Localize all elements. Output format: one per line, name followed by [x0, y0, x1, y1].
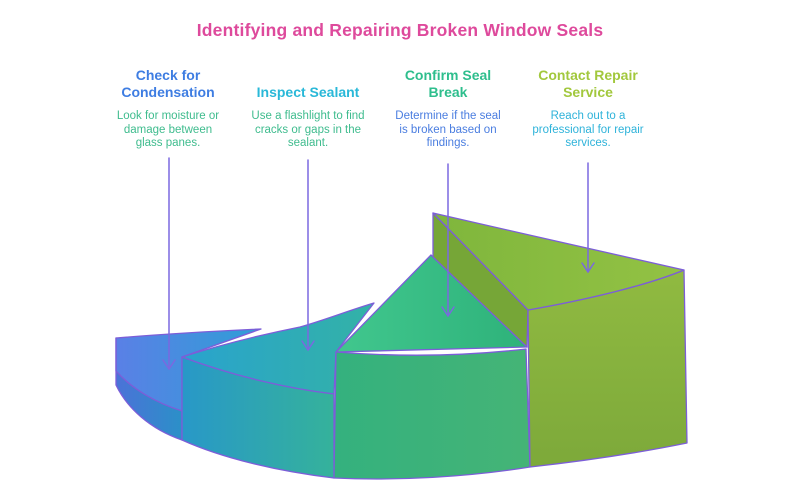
step-description: Look for moisture or damage between glas…: [116, 110, 220, 149]
step-heading-text: Check for Condensation: [121, 67, 215, 100]
connector-arrows: [162, 157, 595, 370]
step-confirm-seal-break: Confirm Seal Break Determine if the seal…: [383, 62, 513, 151]
step-heading: Check for Condensation: [103, 62, 233, 100]
step-description: Determine if the seal is broken based on…: [395, 110, 501, 149]
wedge-repair-top-face: [432, 212, 685, 311]
step-heading: Inspect Sealant: [243, 62, 373, 100]
connector-arrow-sealant: [301, 159, 315, 351]
connector-arrow-seal-break: [441, 163, 455, 317]
step-heading: Contact Repair Service: [523, 62, 653, 100]
step-heading-text: Inspect Sealant: [256, 83, 360, 100]
step-description: Use a flashlight to find cracks or gaps …: [251, 110, 365, 149]
page-title: Identifying and Repairing Broken Window …: [196, 20, 604, 40]
connector-arrow-repair: [581, 162, 595, 273]
step-heading: Confirm Seal Break: [383, 62, 513, 100]
step-heading-text: Contact Repair Service: [538, 67, 638, 100]
step-check-for-condensation: Check for Condensation Look for moisture…: [103, 62, 233, 151]
step-inspect-sealant: Inspect Sealant Use a flashlight to find…: [243, 62, 373, 151]
connector-arrow-condensation: [162, 157, 176, 370]
step-description: Reach out to a professional for repair s…: [532, 110, 644, 149]
step-contact-repair-service: Contact Repair Service Reach out to a pr…: [523, 62, 653, 151]
step-heading-text: Confirm Seal Break: [404, 67, 492, 100]
wedge-seal-break-front-face: [333, 348, 531, 480]
funnel-wedges: [115, 212, 688, 480]
